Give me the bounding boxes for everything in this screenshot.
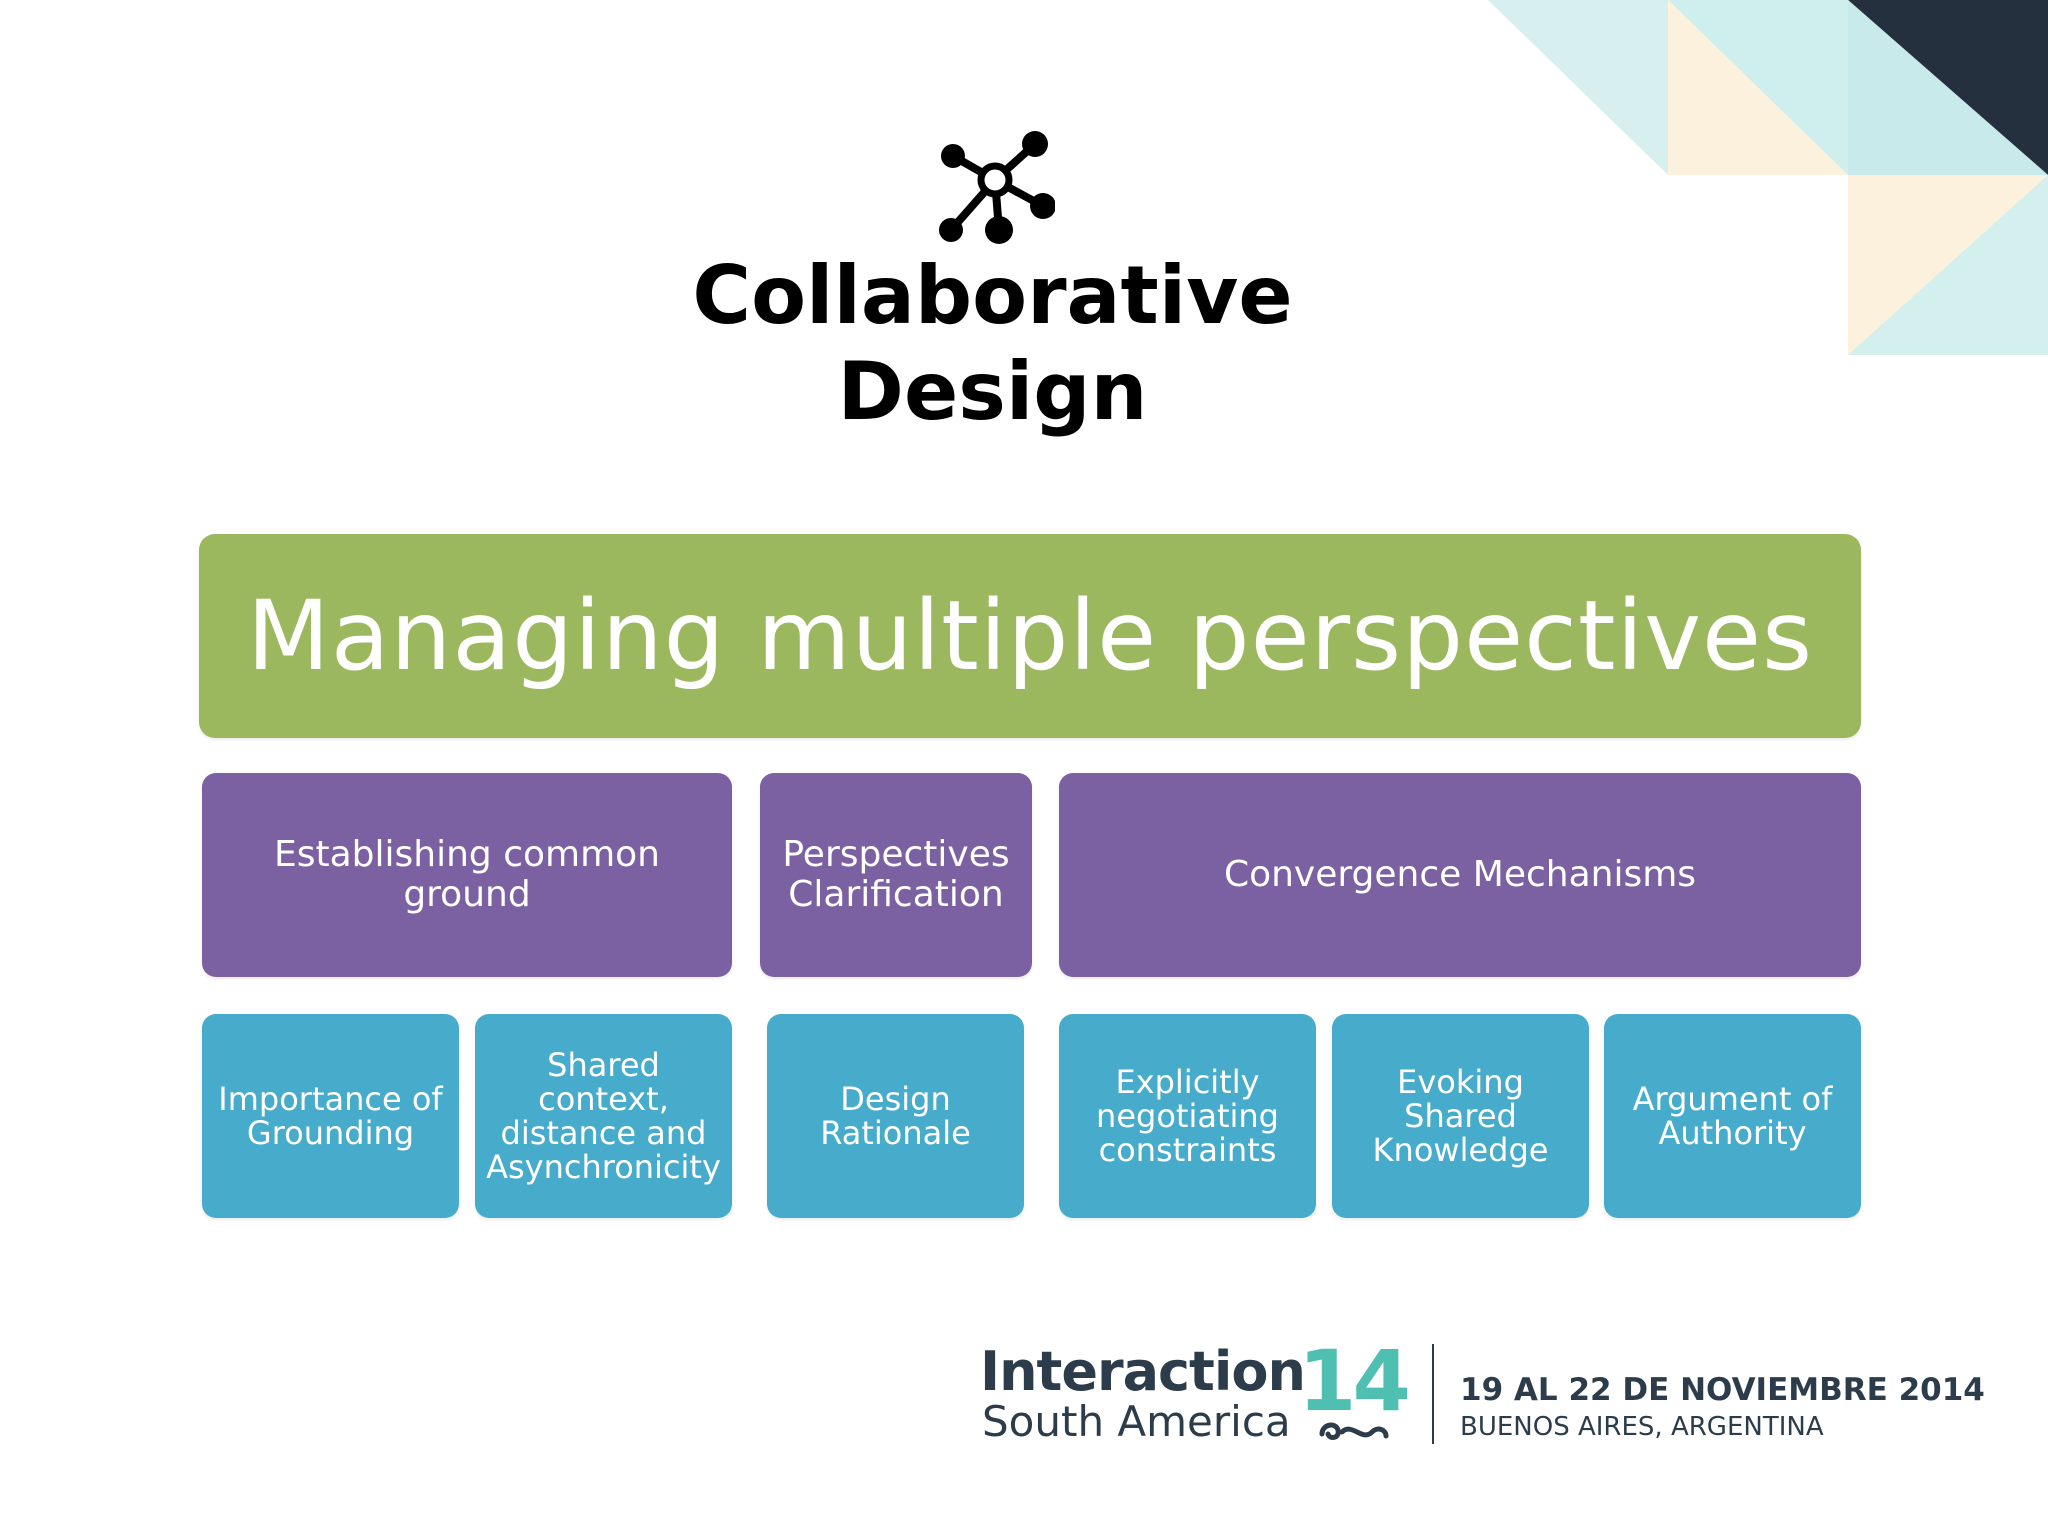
leaf-node-evoking-shared-knowledge: Evoking Shared Knowledge <box>1332 1014 1589 1218</box>
group-node-convergence-mechanisms: Convergence Mechanisms <box>1059 773 1861 977</box>
leaf-node-shared-context: Shared context, distance and Asynchronic… <box>475 1014 732 1218</box>
group-node-label: Establishing common ground <box>273 834 660 915</box>
swirl-ornament-icon <box>1319 1422 1389 1440</box>
footer-divider <box>1432 1344 1434 1444</box>
slide-title: Collaborative Design <box>0 248 1985 440</box>
leaf-node-label: Evoking Shared Knowledge <box>1372 1063 1549 1169</box>
event-location: BUENOS AIRES, ARGENTINA <box>1460 1412 1824 1442</box>
group-node-perspectives-clarification: Perspectives Clarification <box>760 773 1032 977</box>
event-footer: Interaction South America 14 19 AL 22 DE… <box>980 1336 1985 1460</box>
slide-title-line2: Design <box>837 345 1148 438</box>
leaf-node-label: Design Rationale <box>820 1080 971 1152</box>
logo-wordmark: Interaction <box>980 1340 1306 1403</box>
leaf-node-argument-of-authority: Argument of Authority <box>1604 1014 1861 1218</box>
group-node-common-ground: Establishing common ground <box>202 773 732 977</box>
leaf-node-label: Argument of Authority <box>1632 1080 1833 1152</box>
logo-region: South America <box>982 1397 1291 1446</box>
root-node-label: Managing multiple perspectives <box>246 580 1814 692</box>
corner-triangle-decoration <box>1488 0 2048 355</box>
network-hub-icon <box>939 131 1055 244</box>
logo-number: 14 <box>1298 1332 1411 1430</box>
leaf-node-label: Explicitly negotiating constraints <box>1096 1063 1279 1169</box>
leaf-node-explicitly-negotiating: Explicitly negotiating constraints <box>1059 1014 1316 1218</box>
root-node: Managing multiple perspectives <box>199 534 1861 738</box>
leaf-node-label: Shared context, distance and Asynchronic… <box>486 1046 721 1186</box>
leaf-node-importance-of-grounding: Importance of Grounding <box>202 1014 459 1218</box>
group-node-label: Convergence Mechanisms <box>1223 854 1697 895</box>
leaf-node-label: Importance of Grounding <box>218 1080 443 1152</box>
slide-title-line1: Collaborative <box>692 249 1293 342</box>
group-node-label: Perspectives Clarification <box>782 834 1010 915</box>
leaf-node-design-rationale: Design Rationale <box>767 1014 1024 1218</box>
event-dates: 19 AL 22 DE NOVIEMBRE 2014 <box>1460 1372 1985 1408</box>
